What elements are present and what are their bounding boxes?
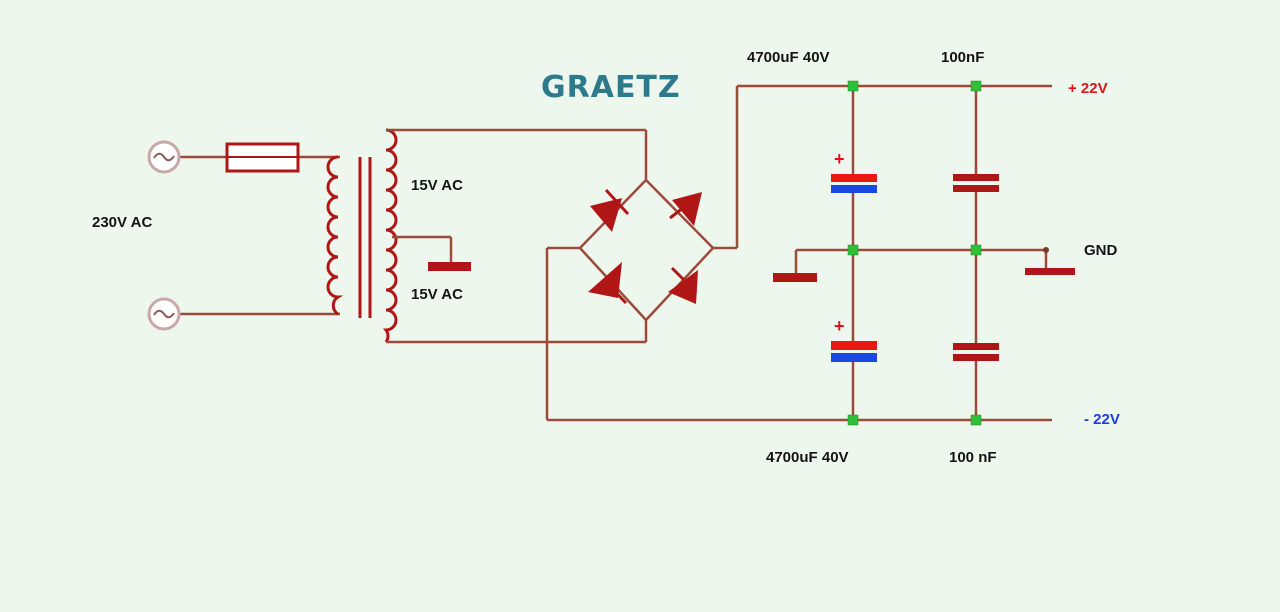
capacitor-icon <box>953 174 999 192</box>
positive-output-label: + 22V <box>1068 80 1108 97</box>
ac-source-icon <box>147 297 181 331</box>
secondary-wiring <box>386 128 648 344</box>
junction-nodes <box>847 80 982 426</box>
electrolytic-capacitor-icon <box>831 174 877 193</box>
small-cap-bottom-value-label: 100 nF <box>949 449 997 466</box>
small-cap-top-value-label: 100nF <box>941 49 984 66</box>
ground-label: GND <box>1084 242 1118 259</box>
secondary-upper-label: 15V AC <box>411 177 463 194</box>
electrolytic-capacitor-icon <box>831 341 877 362</box>
mains-voltage-label: 230V AC <box>92 214 152 231</box>
diode-icon <box>590 188 630 232</box>
diagram-title: GRAETZ <box>541 70 681 105</box>
diode-icon <box>588 262 628 305</box>
output-rails <box>547 84 1052 422</box>
ground-icon <box>428 262 471 271</box>
capacitor-icon <box>953 343 999 361</box>
fuse-icon <box>225 142 300 173</box>
cap-top-value-label: 4700uF 40V <box>747 49 830 66</box>
transformer-icon <box>326 128 398 343</box>
cap-bottom-value-label: 4700uF 40V <box>766 449 849 466</box>
capacitor-polarity-mark: + <box>834 149 845 169</box>
ground-icon <box>1025 268 1075 275</box>
diode-icon <box>669 192 702 226</box>
mains-wiring <box>180 155 340 316</box>
ground-icon <box>773 273 817 282</box>
secondary-lower-label: 15V AC <box>411 286 463 303</box>
ac-source-icon <box>147 140 181 174</box>
diode-icon <box>668 266 698 304</box>
capacitor-polarity-mark: + <box>834 316 845 336</box>
negative-output-label: - 22V <box>1084 411 1120 428</box>
bridge-rectifier <box>545 86 739 420</box>
